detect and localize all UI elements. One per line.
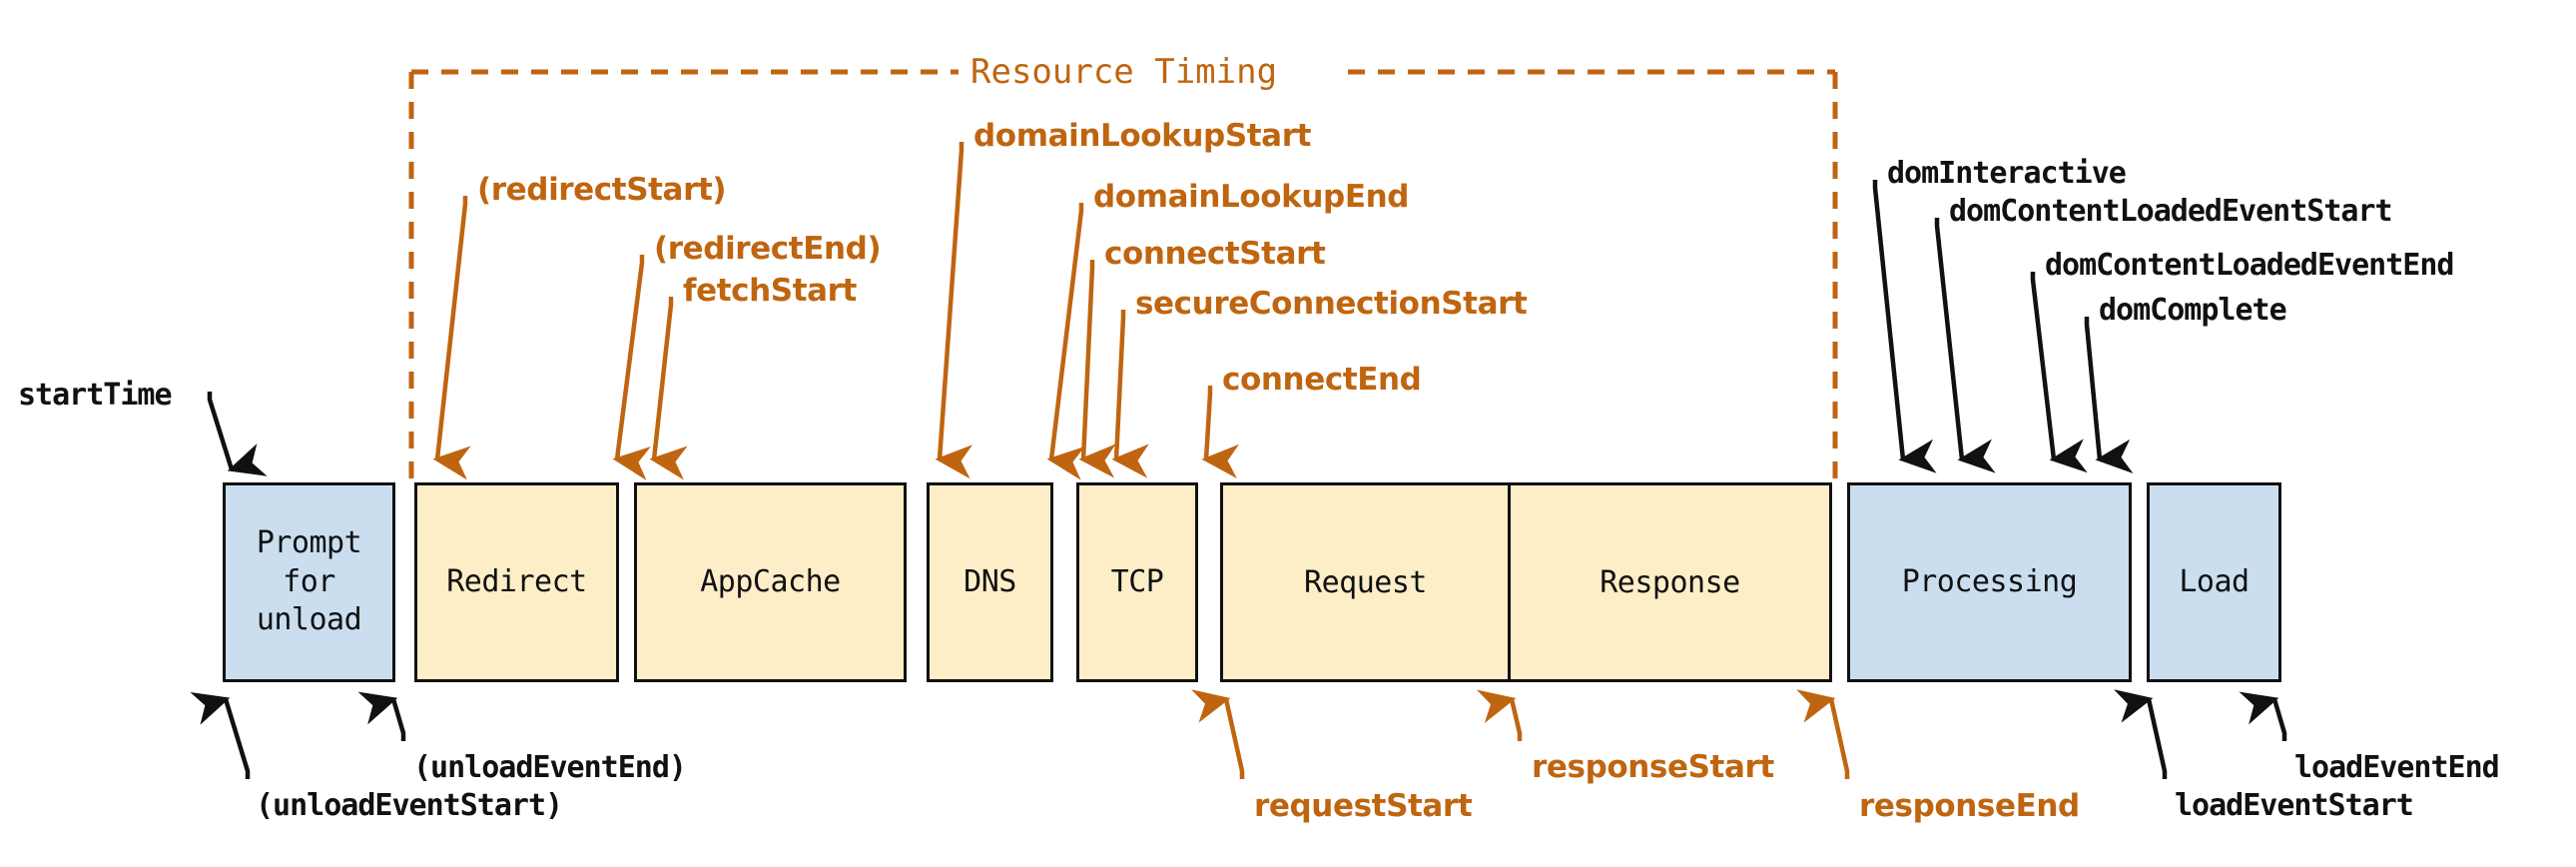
label-response-end: responseEnd	[1859, 788, 2080, 824]
phase-half-response: Response	[1508, 485, 1829, 679]
phase-label-appcache: AppCache	[700, 563, 841, 599]
phase-label-tcp: TCP	[1110, 563, 1164, 599]
label-domain-lookup-start: domainLookupStart	[973, 118, 1311, 154]
label-load-event-end: loadEventEnd	[2294, 750, 2500, 785]
resource-timing-label: Resource Timing	[970, 52, 1278, 92]
phase-label-processing: Processing	[1901, 563, 2078, 599]
label-fetch-start: fetchStart	[683, 273, 857, 309]
label-redirect-end: (redirectEnd)	[654, 231, 882, 267]
phase-label-dns: DNS	[964, 563, 1016, 599]
label-domain-lookup-end: domainLookupEnd	[1093, 179, 1410, 215]
label-request-start: requestStart	[1254, 788, 1473, 824]
phase-label-prompt-for-unload: Prompt for unload	[256, 524, 362, 639]
phase-box-dns: DNS	[927, 482, 1053, 682]
phase-box-processing: Processing	[1847, 482, 2132, 682]
label-unload-event-start: (unloadEventStart)	[256, 788, 563, 823]
phase-label-request: Request	[1304, 564, 1427, 600]
label-response-start: responseStart	[1532, 749, 1774, 785]
label-start-time: startTime	[18, 378, 173, 413]
phase-half-request: Request	[1223, 485, 1508, 679]
phase-label-line-2: for	[283, 563, 335, 599]
label-dom-interactive: domInteractive	[1887, 156, 2127, 191]
label-dom-content-loaded-event-start: domContentLoadedEventStart	[1949, 194, 2393, 229]
label-redirect-start: (redirectStart)	[477, 172, 727, 208]
label-unload-event-end: (unloadEventEnd)	[413, 750, 687, 785]
phase-label-response: Response	[1600, 564, 1740, 600]
phase-box-load: Load	[2147, 482, 2281, 682]
phase-box-redirect: Redirect	[414, 482, 619, 682]
label-connect-start: connectStart	[1104, 236, 1326, 272]
label-secure-connection-start: secureConnectionStart	[1135, 286, 1528, 322]
phase-label-line-3: unload	[256, 602, 362, 638]
phase-box-request-response: Request Response	[1220, 482, 1832, 682]
label-dom-complete: domComplete	[2099, 293, 2287, 328]
phase-label-load: Load	[2179, 563, 2250, 599]
phase-label-line-1: Prompt	[256, 525, 362, 561]
phase-box-tcp: TCP	[1076, 482, 1198, 682]
label-dom-content-loaded-event-end: domContentLoadedEventEnd	[2045, 248, 2454, 283]
label-connect-end: connectEnd	[1222, 362, 1422, 398]
phase-box-prompt-for-unload: Prompt for unload	[223, 482, 395, 682]
phase-label-redirect: Redirect	[446, 563, 587, 599]
phase-box-appcache: AppCache	[634, 482, 907, 682]
label-load-event-start: loadEventStart	[2175, 788, 2414, 823]
